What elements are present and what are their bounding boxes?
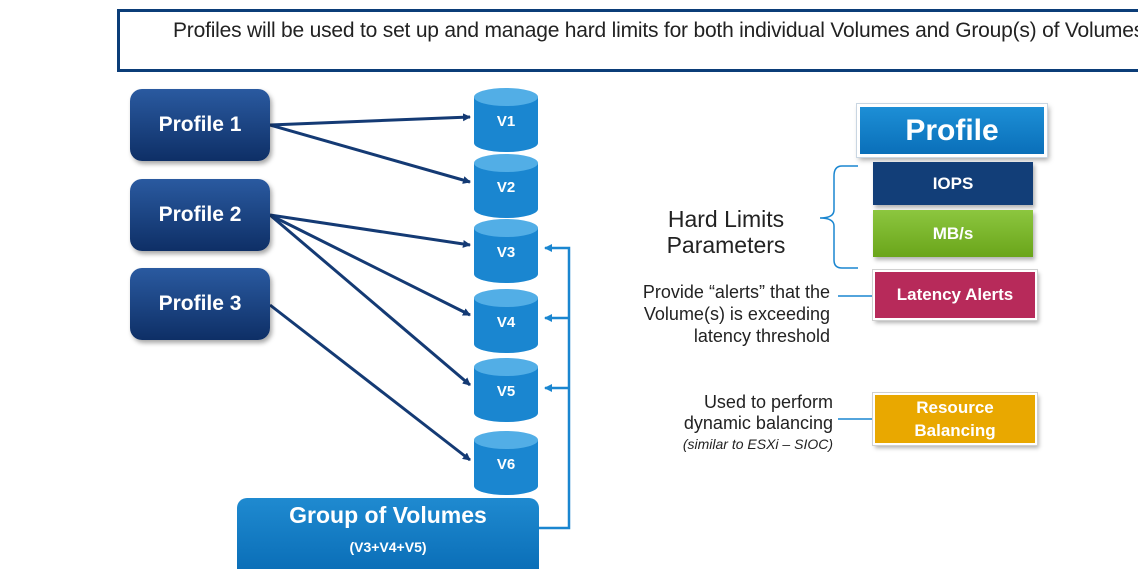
alerts-line1: Provide “alerts” that the: [642, 282, 830, 302]
legend-mbs: MB/s: [873, 210, 1033, 257]
cylinder-icon: [474, 289, 538, 353]
hard-limits-brace: [819, 165, 858, 269]
arrow-p1-v2: [269, 123, 471, 184]
cylinder-icon: [474, 88, 538, 152]
alerts-line3: latency threshold: [693, 326, 830, 346]
cylinder-icon: [474, 431, 538, 495]
legend-profile-header: Profile: [856, 103, 1048, 158]
volume-v5[interactable]: V5: [473, 357, 539, 423]
alerts-annotation: Provide “alerts” that the Volume(s) is e…: [560, 281, 830, 347]
volume-v4[interactable]: V4: [473, 288, 539, 354]
resource-label-line2: Balancing: [914, 421, 996, 440]
hard-limits-annotation: Hard Limits Parameters: [640, 206, 812, 258]
volume-v6[interactable]: V6: [473, 430, 539, 496]
hard-limits-line2: Parameters: [666, 232, 786, 258]
header-banner: Profiles will be used to set up and mana…: [117, 9, 1138, 72]
legend-iops: IOPS: [873, 162, 1033, 205]
volume-v2[interactable]: V2: [473, 153, 539, 219]
banner-text: Profiles will be used to set up and mana…: [173, 19, 1138, 42]
volume-label: V4: [496, 314, 516, 331]
group-subtitle: (V3+V4+V5): [349, 539, 427, 555]
balancing-annotation: Used to perform dynamic balancing (simil…: [590, 392, 833, 455]
balancing-line3: (similar to ESXi – SIOC): [682, 436, 833, 452]
arrow-p3-v6: [269, 303, 471, 462]
alerts-line2: Volume(s) is exceeding: [643, 304, 830, 324]
arrow-p2-v5: [269, 213, 471, 387]
balancing-line2: dynamic balancing: [683, 413, 833, 433]
hard-limits-line1: Hard Limits: [667, 206, 785, 232]
group-of-volumes[interactable]: Group of Volumes (V3+V4+V5): [237, 498, 539, 569]
group-title: Group of Volumes: [289, 502, 487, 528]
volume-v3[interactable]: V3: [473, 218, 539, 284]
cylinder-icon: [474, 358, 538, 422]
profile-2-button[interactable]: Profile 2: [130, 179, 270, 251]
volume-label: V3: [496, 244, 516, 261]
arrow-p2-v3: [269, 213, 471, 248]
cylinder-icon: [474, 219, 538, 283]
cylinder-icon: [474, 154, 538, 218]
volume-label: V2: [496, 179, 516, 196]
profile-3-button[interactable]: Profile 3: [130, 268, 270, 340]
volume-label: V6: [496, 456, 516, 473]
profile-1-button[interactable]: Profile 1: [130, 89, 270, 161]
legend-latency-alerts: Latency Alerts: [872, 269, 1038, 321]
balancing-line1: Used to perform: [703, 392, 833, 412]
arrow-p1-v1: [269, 113, 471, 127]
legend-resource-balancing: Resource Balancing: [872, 392, 1038, 446]
arrow-p2-v4: [269, 213, 471, 317]
resource-label-line1: Resource: [916, 398, 994, 417]
volume-label: V5: [496, 383, 516, 400]
volume-v1[interactable]: V1: [473, 87, 539, 153]
volume-label: V1: [496, 113, 516, 130]
